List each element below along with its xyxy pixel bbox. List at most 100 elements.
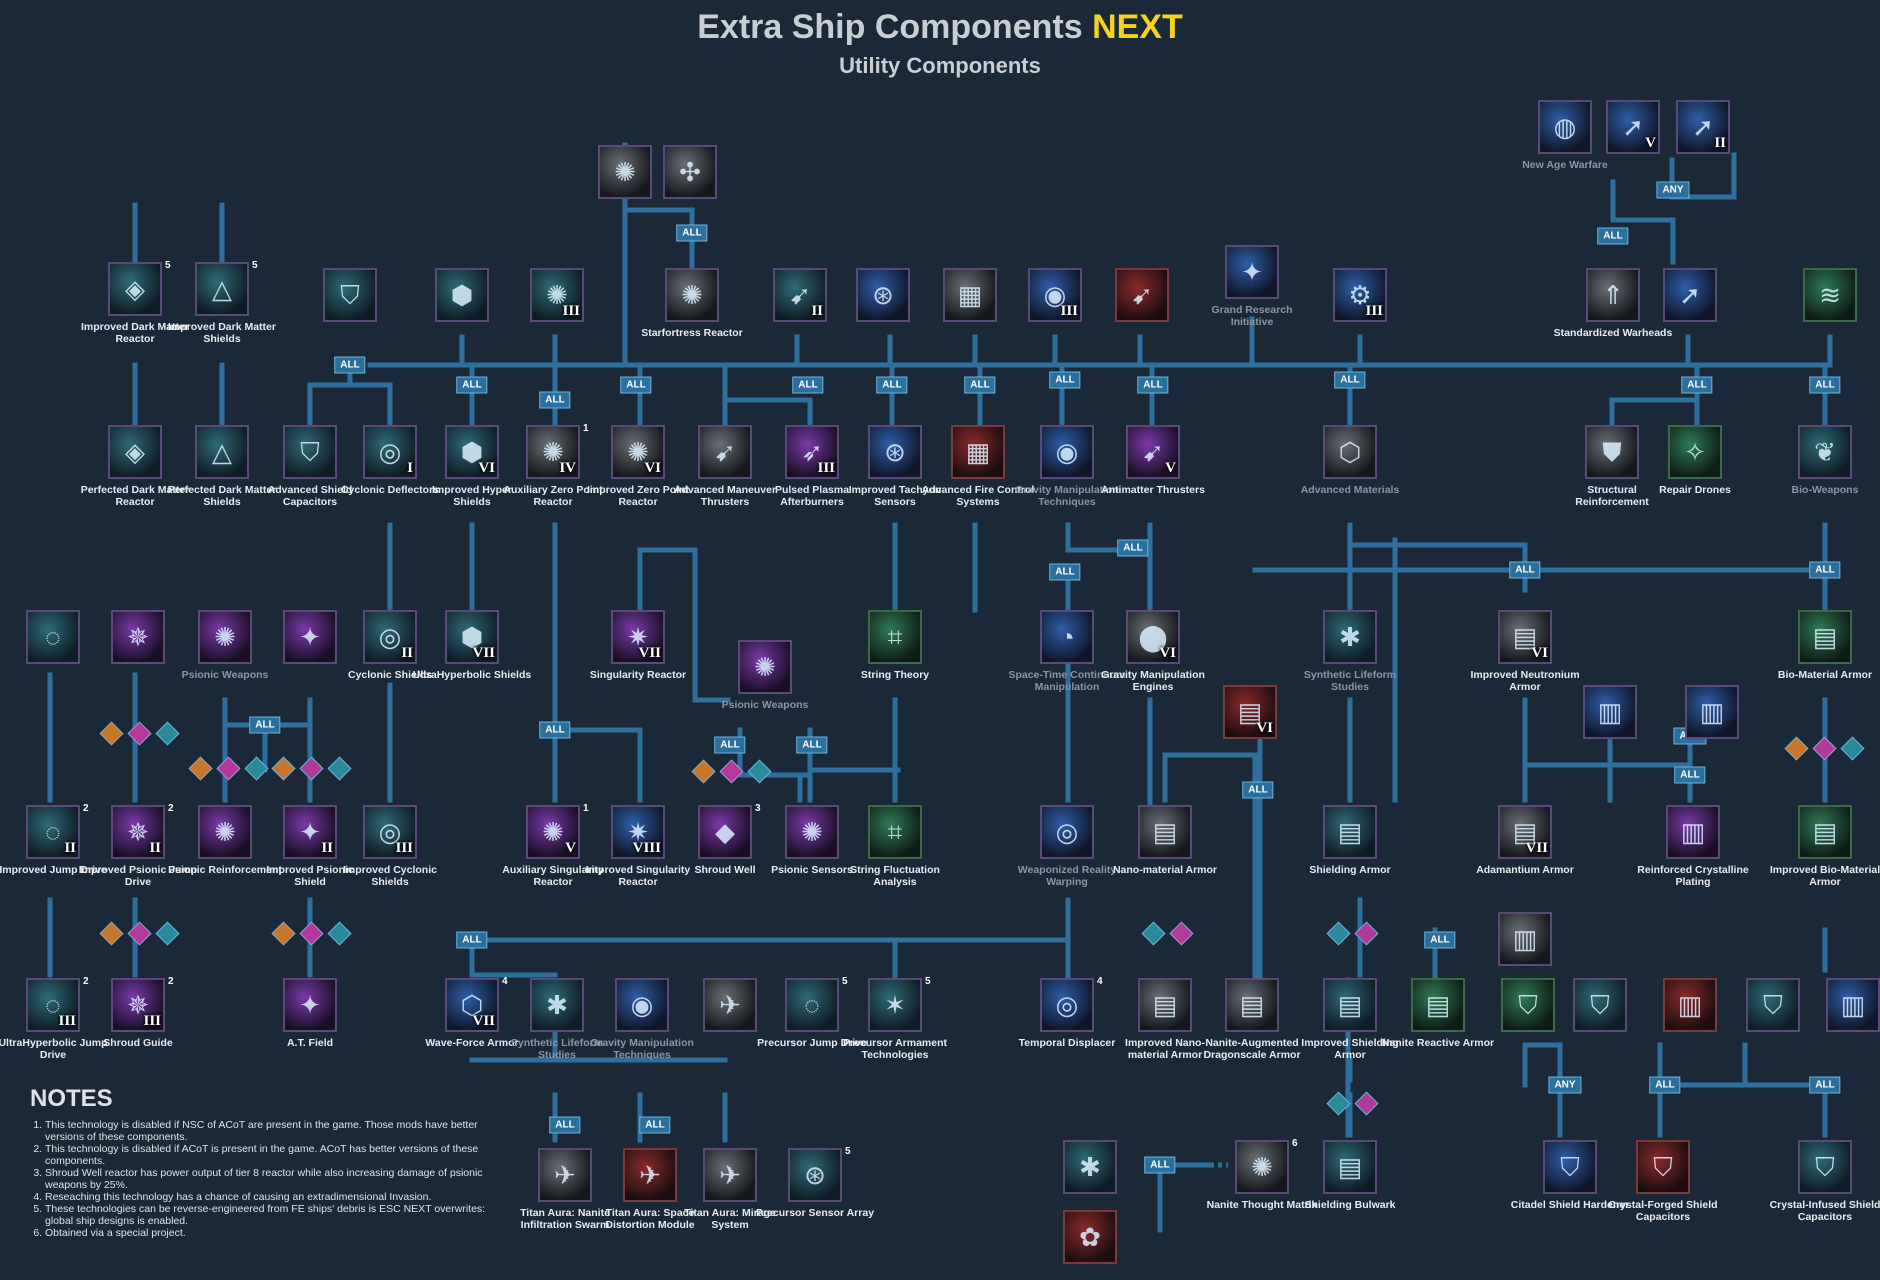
thruster-icon: ➹ [698, 425, 752, 479]
icon-glyph: ▤ [1425, 990, 1451, 1020]
tech-label: Weaponized Reality Warping [1017, 864, 1117, 888]
icon-glyph: ◌ [804, 990, 820, 1020]
icon-glyph: ⚙ [1348, 280, 1372, 310]
warp-icon: ◎ [1040, 805, 1094, 859]
missile-icon: ➚ [1663, 268, 1717, 322]
psionic-drive-icon: ✵II [111, 805, 165, 859]
singularity-icon: ✷VIII [611, 805, 665, 859]
tech-label: Improved Hyper Shields [432, 484, 512, 508]
icon-glyph: ▤ [1152, 817, 1178, 847]
hex-shield-icon: ⬢ [435, 268, 489, 322]
psionic-shield-icon: ✦ [283, 610, 337, 664]
chip-icon: ▦ [943, 268, 997, 322]
tech-label: Improved Shielding Armor [1301, 1037, 1399, 1061]
icon-glyph: ✱ [546, 990, 568, 1020]
psionic-shield-icon: ✦II [283, 805, 337, 859]
gear-icon: ⚙III [1333, 268, 1387, 322]
tier-numeral: III [562, 303, 580, 319]
tech-label: New Age Warfare [1522, 159, 1608, 171]
tech-label: A.T. Field [286, 1037, 334, 1049]
icon-glyph: ◎ [1055, 990, 1079, 1020]
gravity-icon: ◉ [615, 978, 669, 1032]
tech-label: Grand Research Initiative [1211, 304, 1293, 328]
shield-icon: ⛉ [1746, 978, 1800, 1032]
tech-label: Nanite Reactive Armor [1381, 1037, 1495, 1049]
jump-drive-icon: ◌ [785, 978, 839, 1032]
tech-label: Improved Nano-material Armor [1125, 1037, 1205, 1061]
tier-numeral: V [1645, 135, 1656, 151]
tech-label: Shielding Armor [1309, 864, 1391, 876]
tech-label: Improved Jump Drive [0, 864, 107, 876]
warheads-icon: ⇑ [1586, 268, 1640, 322]
icon-glyph: ⛊ [1602, 437, 1622, 467]
sensor-icon: ⊛ [868, 425, 922, 479]
tech-label: Shroud Well [694, 864, 756, 876]
icon-glyph: ➹ [1131, 280, 1153, 310]
icon-glyph: ✷ [627, 817, 649, 847]
crystal-icon: ▥ [1826, 978, 1880, 1032]
icon-glyph: ▤ [1512, 622, 1538, 652]
tech-label: Wave-Force Armor [425, 1037, 519, 1049]
tech-label: Gravity Manipulation Engines [1101, 669, 1205, 693]
all-gate: ALL [1117, 539, 1149, 557]
icon-glyph: ▥ [1512, 924, 1538, 954]
tech-label: Adamantium Armor [1476, 864, 1574, 876]
tech-label: Synthetic Lifeform Studies [1303, 669, 1397, 693]
icon-glyph: ✧ [1684, 437, 1706, 467]
tech-label: Advanced Fire Control Systems [921, 484, 1035, 508]
all-gate: ALL [334, 356, 366, 374]
psionic-drive-icon: ✵III [111, 978, 165, 1032]
psionic-drive-icon: ✵ [111, 610, 165, 664]
reactor-icon: ✺VI [611, 425, 665, 479]
all-gate: ALL [539, 721, 571, 739]
sensor-icon: ⊛ [788, 1148, 842, 1202]
all-gate: ALL [1509, 561, 1541, 579]
thruster-icon: ➹II [773, 268, 827, 322]
psionic-shield-icon: ✦ [283, 978, 337, 1032]
tech-label: Advanced Shield Capacitors [267, 484, 353, 508]
footnote-mark: 2 [168, 976, 174, 987]
missile-icon: ➚II [1676, 100, 1730, 154]
icon-glyph: ✈ [719, 1160, 741, 1190]
all-gate: ALL [1597, 227, 1629, 245]
tier-numeral: III [1365, 303, 1383, 319]
armor-icon: ▤VII [1498, 805, 1552, 859]
all-gate: ALL [676, 224, 708, 242]
crystal-icon: ▥ [1685, 685, 1739, 739]
crystal-icon: ▥ [1498, 912, 1552, 966]
footnote-mark: 3 [755, 803, 761, 814]
icon-glyph: ⬢ [460, 437, 484, 467]
footnote-mark: 2 [83, 803, 89, 814]
icon-glyph: ▤ [1812, 622, 1838, 652]
dark-matter-shields-icon: △ [195, 262, 249, 316]
plate-shield-icon: ⛊ [1585, 425, 1639, 479]
tech-label: UltraHyperbolic Shields [412, 669, 532, 681]
icon-glyph: ➶ [801, 437, 823, 467]
tech-label: Structural Reinforcement [1575, 484, 1649, 508]
armor-icon: ▤ [1323, 978, 1377, 1032]
icon-glyph: ◌ [45, 817, 61, 847]
tech-label: Citadel Shield Hardener [1510, 1199, 1630, 1211]
icon-glyph: ⬡ [1338, 437, 1362, 467]
icon-glyph: ▤ [1239, 990, 1265, 1020]
tier-numeral: III [395, 840, 413, 856]
footnote-mark: 1 [583, 803, 589, 814]
tech-label: Perfected Dark Matter Shields [167, 484, 277, 508]
shield-icon: ⛉ [283, 425, 337, 479]
jump-drive-icon: ◌II [26, 805, 80, 859]
tier-numeral: III [817, 460, 835, 476]
armor-icon: ▤ [1323, 805, 1377, 859]
icon-glyph: ◈ [125, 274, 145, 304]
all-gate: ALL [792, 376, 824, 394]
icon-glyph: ▦ [965, 437, 991, 467]
footnote-mark: 5 [925, 976, 931, 987]
icon-glyph: ≋ [1819, 280, 1841, 310]
all-gate: ALL [639, 1116, 671, 1134]
icon-glyph: ✦ [299, 990, 321, 1020]
icon-glyph: ⇑ [1602, 280, 1624, 310]
icon-glyph: ◎ [378, 817, 402, 847]
icon-glyph: ✺ [214, 622, 236, 652]
tier-numeral: III [1060, 303, 1078, 319]
icon-glyph: ✺ [1251, 1152, 1273, 1182]
